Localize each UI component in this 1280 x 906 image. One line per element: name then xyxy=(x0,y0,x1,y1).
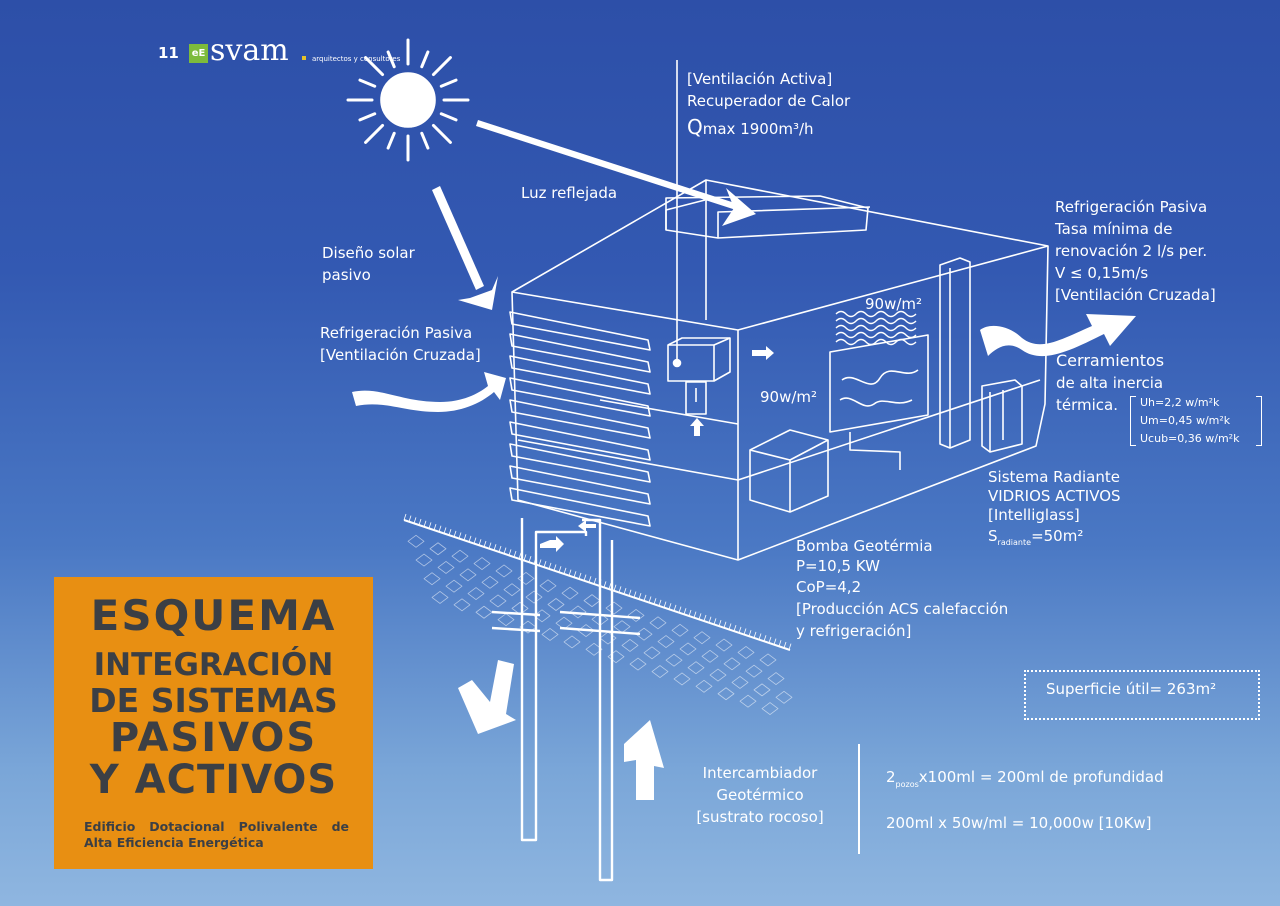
vertical-duct xyxy=(939,257,971,449)
flow-up-arrow-icon xyxy=(624,720,664,800)
label-superficie: Superficie útil= 263m² xyxy=(1046,680,1217,698)
page-number: 11 xyxy=(158,44,179,62)
label-ventilacion-activa: [Ventilación Activa] xyxy=(687,70,833,88)
label-u-h: Uh=2,2 w/m²k xyxy=(1140,396,1220,409)
label-intercambiador-1: Intercambiador xyxy=(702,764,818,782)
label-potencia: 200ml x 50w/ml = 10,000w [10Kw] xyxy=(886,814,1152,832)
label-refrig-right-4: V ≤ 0,15m/s xyxy=(1055,264,1149,282)
radiante-subscript: radiante xyxy=(997,538,1032,547)
label-intercambiador-3: [sustrato rocoso] xyxy=(696,808,824,826)
title-line-3: DE SISTEMAS xyxy=(89,681,338,720)
label-cerramientos-1: Cerramientos xyxy=(1056,351,1165,370)
radiant-glass-panel xyxy=(829,334,929,470)
pipe-arrow-left-icon xyxy=(578,520,596,532)
facade-louvers xyxy=(509,311,651,527)
pozos-subscript: pozos xyxy=(895,780,919,789)
label-refrig-right-1: Refrigeración Pasiva xyxy=(1055,198,1208,216)
ground-section xyxy=(403,513,793,715)
heat-waves xyxy=(835,310,917,346)
label-refrig-left-1: Refrigeración Pasiva xyxy=(320,324,473,342)
logo-dot xyxy=(302,56,306,60)
divider-line xyxy=(858,744,860,854)
label-heat-lower: 90w/m² xyxy=(760,388,818,406)
solar-arrow-icon xyxy=(432,186,484,290)
label-u-m: Um=0,45 w/m²k xyxy=(1140,414,1231,427)
label-pozos: 2pozosx100ml = 200ml de profundidad xyxy=(886,766,1164,796)
vent-up-arrow-icon xyxy=(690,418,704,436)
label-refrig-right-2: Tasa mínima de xyxy=(1055,220,1173,238)
label-bomba-3: CoP=4,2 xyxy=(796,578,862,596)
label-cerramientos-3: térmica. xyxy=(1056,396,1118,414)
label-qmax: Qmax 1900m³/h xyxy=(687,116,814,140)
label-radiante-1: Sistema Radiante xyxy=(988,468,1120,486)
logo-wordmark: svam xyxy=(210,33,289,68)
label-bomba-1: Bomba Geotérmia xyxy=(796,537,933,555)
label-intercambiador-2: Geotérmico xyxy=(716,786,804,804)
label-diseno-solar-2: pasivo xyxy=(322,266,371,284)
flow-down-arrow-icon xyxy=(458,660,516,734)
logo-badge: eE xyxy=(189,44,208,63)
borehole-pipes xyxy=(491,518,641,882)
label-radiante-2: VIDRIOS ACTIVOS xyxy=(988,487,1121,505)
label-refrig-right-5: [Ventilación Cruzada] xyxy=(1055,286,1216,304)
label-heat-upper: 90w/m² xyxy=(865,295,923,313)
pozos-value: x100ml = 200ml de profundidad xyxy=(918,768,1164,786)
bracket-left xyxy=(1130,396,1136,446)
logo-tagline: arquitectos y consultores xyxy=(312,55,401,63)
qmax-value: max 1900m³/h xyxy=(702,120,814,138)
label-diseno-solar-1: Diseño solar xyxy=(322,244,415,262)
pipe-arrow-right-icon xyxy=(540,536,564,552)
reflected-light-arrow-icon xyxy=(476,120,738,210)
title-line-1: ESQUEMA xyxy=(90,591,337,640)
cabinet-box xyxy=(981,379,1023,453)
vent-arrow-icon xyxy=(752,346,774,360)
pozos-count: 2 xyxy=(886,768,896,786)
label-bomba-2: P=10,5 KW xyxy=(796,557,880,575)
title-box: ESQUEMA INTEGRACIÓN DE SISTEMAS PASIVOS … xyxy=(54,577,373,869)
label-refrig-left-2: [Ventilación Cruzada] xyxy=(320,346,481,364)
title-subtitle: Edificio Dotacional Polivalente de Alta … xyxy=(84,819,349,850)
label-bomba-4: [Producción ACS calefacción xyxy=(796,600,1009,618)
qmax-symbol: Q xyxy=(687,115,703,139)
radiante-value: =50m² xyxy=(1031,527,1084,545)
label-cerramientos-2: de alta inercia xyxy=(1056,374,1164,392)
building-outline xyxy=(511,179,1049,561)
sun-icon xyxy=(346,38,470,162)
bracket-right xyxy=(1256,396,1262,446)
label-refrig-right-3: renovación 2 l/s per. xyxy=(1055,242,1208,260)
label-bomba-5: y refrigeración] xyxy=(796,622,912,640)
radiante-s-symbol: S xyxy=(988,527,998,545)
title-line-5: Y ACTIVOS xyxy=(89,757,338,803)
title-line-2: INTEGRACIÓN xyxy=(93,647,334,683)
label-recuperador: Recuperador de Calor xyxy=(687,92,851,110)
label-radiante-s: Sradiante=50m² xyxy=(988,525,1083,554)
title-line-4: PASIVOS xyxy=(109,715,318,761)
wind-arrow-right-icon xyxy=(980,314,1136,357)
label-radiante-3: [Intelliglass] xyxy=(988,506,1080,524)
geothermal-pump-box xyxy=(749,429,829,513)
label-luz-reflejada: Luz reflejada xyxy=(521,184,618,202)
wind-arrow-left-icon xyxy=(352,372,506,412)
superficie-box xyxy=(1024,670,1260,720)
label-u-cub: Ucub=0,36 w/m²k xyxy=(1140,432,1240,445)
